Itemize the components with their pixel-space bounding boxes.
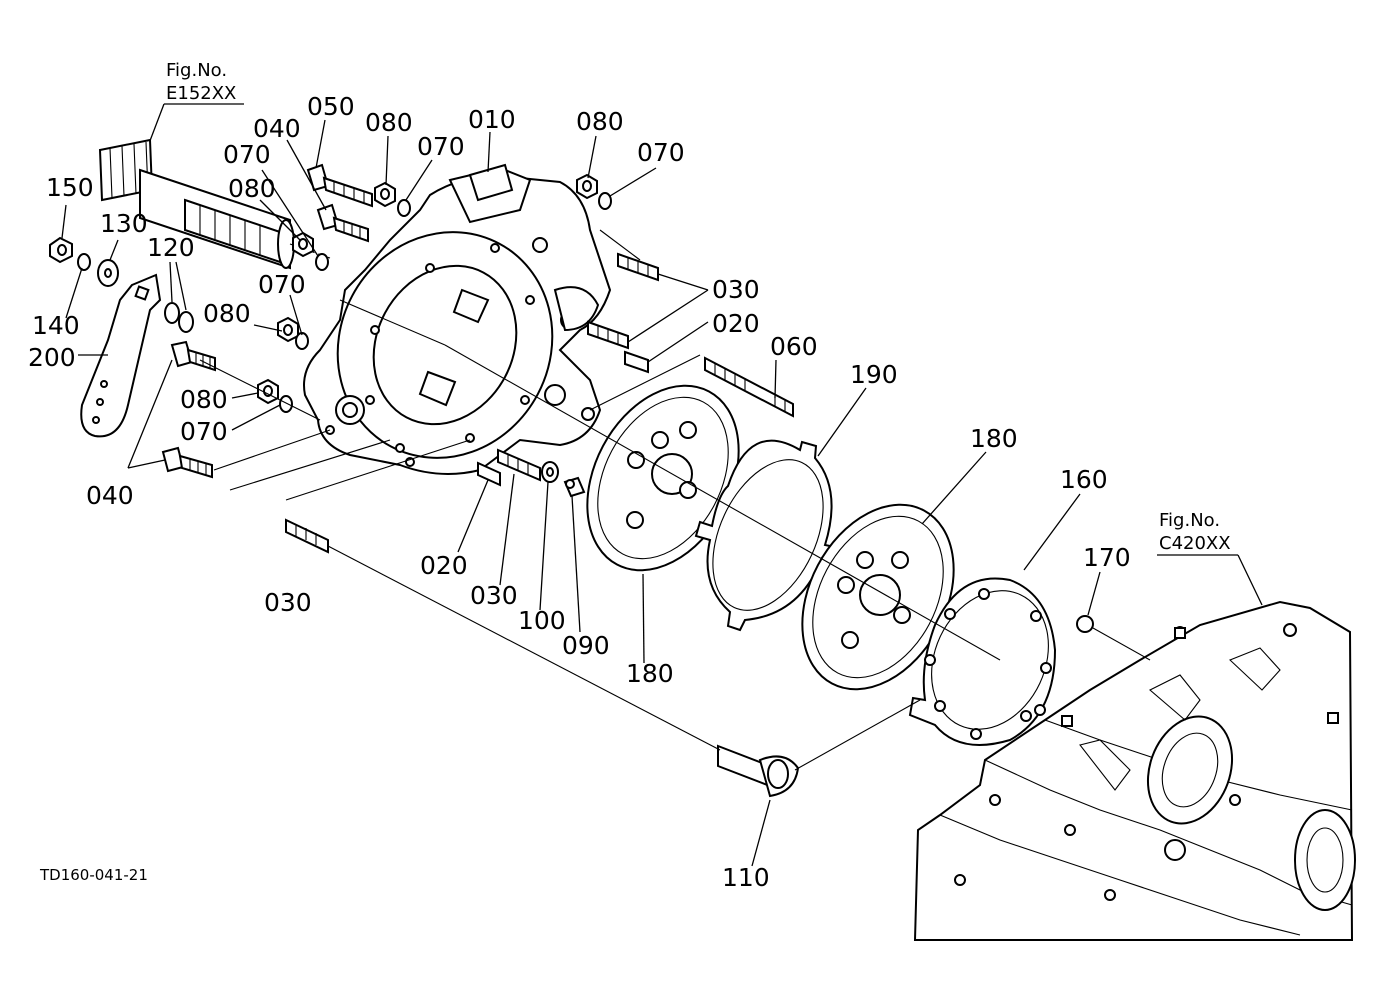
callout-050[interactable]: 050	[307, 92, 355, 121]
callout-040-lower[interactable]: 040	[86, 481, 134, 510]
callout-080-lower[interactable]: 080	[180, 385, 228, 414]
bolt-050	[306, 163, 373, 208]
stud-060	[704, 356, 794, 418]
callout-070-right[interactable]: 070	[637, 138, 685, 167]
callout-150[interactable]: 150	[46, 173, 94, 202]
callout-040-upper[interactable]: 040	[253, 114, 301, 143]
callout-070-upper[interactable]: 070	[223, 140, 271, 169]
callout-140[interactable]: 140	[32, 311, 80, 340]
callout-200[interactable]: 200	[28, 343, 76, 372]
nut-150	[49, 236, 73, 264]
washer-070-top	[397, 199, 411, 217]
shaft-110	[717, 744, 800, 798]
callout-070-top[interactable]: 070	[417, 132, 465, 161]
washer-070-right	[598, 192, 612, 210]
reference-e152xx[interactable]: Fig.No. E152XX	[147, 60, 244, 147]
washer-070-mid	[295, 332, 309, 350]
callouts: 150 130 120 140 200 040 080 070 080 070 …	[28, 92, 1131, 892]
callout-090[interactable]: 090	[562, 631, 610, 660]
reference-c420xx[interactable]: Fig.No. C420XX	[1157, 510, 1263, 606]
stud-030-upper-right	[617, 252, 659, 282]
stud-030-lower-left	[285, 518, 329, 554]
callout-070-mid[interactable]: 070	[258, 270, 306, 299]
separator-plate-190	[694, 439, 842, 632]
nut-080-right	[576, 173, 598, 200]
pin-020-right	[624, 350, 649, 374]
washer-100	[541, 461, 559, 483]
stud-030-mid-right	[587, 320, 629, 350]
ref-e152xx-line1: Fig.No.	[166, 60, 227, 81]
drawing-code: TD160-041-21	[39, 866, 148, 884]
callout-130[interactable]: 130	[100, 209, 148, 238]
callout-080-right[interactable]: 080	[576, 107, 624, 136]
housing-010	[303, 163, 612, 475]
ref-e152xx-line2: E152XX	[166, 83, 236, 104]
bolt-040-top	[316, 203, 369, 243]
callout-060[interactable]: 060	[770, 332, 818, 361]
nut-080-top	[374, 181, 396, 208]
callout-080-top[interactable]: 080	[365, 108, 413, 137]
washer-070-upper-left	[315, 253, 329, 271]
callout-080-upper[interactable]: 080	[228, 174, 276, 203]
callout-100[interactable]: 100	[518, 606, 566, 635]
nut-080-left	[257, 378, 279, 405]
pin-020-lower	[477, 461, 501, 487]
callout-030-lower-left[interactable]: 030	[264, 588, 312, 617]
ref-c420xx-line2: C420XX	[1159, 533, 1231, 554]
callout-020-right[interactable]: 020	[712, 309, 760, 338]
plug-090	[563, 476, 586, 498]
callout-180-rear[interactable]: 180	[970, 424, 1018, 453]
leader-lines	[61, 119, 1101, 867]
bolt-040-lower	[161, 446, 213, 479]
nut-080-mid	[277, 316, 299, 343]
bolt-040-upper	[170, 340, 216, 372]
callout-160[interactable]: 160	[1060, 465, 1108, 494]
callout-010[interactable]: 010	[468, 105, 516, 134]
callout-070-lower[interactable]: 070	[180, 417, 228, 446]
stud-030-lower	[497, 448, 541, 482]
callout-020-lower[interactable]: 020	[420, 551, 468, 580]
washer-140	[77, 253, 91, 271]
callout-030-right[interactable]: 030	[712, 275, 760, 304]
callout-170[interactable]: 170	[1083, 543, 1131, 572]
washer-070-left	[279, 395, 293, 413]
o-rings	[164, 302, 194, 333]
assembly-lines	[199, 229, 1151, 771]
callout-180-front[interactable]: 180	[626, 659, 674, 688]
transmission-case	[913, 600, 1356, 941]
callout-080-mid[interactable]: 080	[203, 299, 251, 328]
callout-190[interactable]: 190	[850, 360, 898, 389]
lever-arm	[80, 273, 162, 438]
friction-plate-180-rear	[801, 503, 955, 691]
ball-170	[1076, 615, 1094, 633]
callout-110[interactable]: 110	[722, 863, 770, 892]
callout-030-lower[interactable]: 030	[470, 581, 518, 610]
washer-130	[97, 259, 119, 287]
input-shaft	[98, 138, 331, 270]
callout-120[interactable]: 120	[147, 233, 195, 262]
ref-c420xx-line1: Fig.No.	[1159, 510, 1220, 531]
